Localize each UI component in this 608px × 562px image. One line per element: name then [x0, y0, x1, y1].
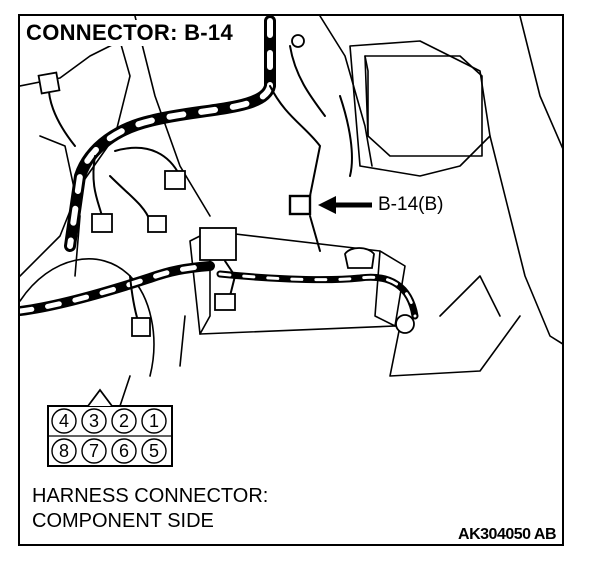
component-side-label: COMPONENT SIDE: [32, 510, 214, 532]
wire: [224, 260, 237, 297]
body-panel-outline: [319, 16, 373, 167]
body-panel-outline: [519, 16, 562, 149]
body-panel-outline: [20, 40, 131, 277]
pin-circle: [111, 438, 137, 464]
body-panel-outline: [39, 135, 81, 277]
connector-plug: [147, 215, 167, 233]
ecu-box-edge: [374, 250, 396, 327]
wiring-harness-lower: [20, 263, 213, 314]
wire: [339, 95, 353, 177]
body-panel-outline: [349, 40, 491, 177]
pin-number: 4: [59, 411, 69, 431]
pin-circle: [111, 408, 137, 434]
pin-circle: [141, 408, 167, 434]
wire: [289, 45, 326, 117]
connector-pin-diagram: 4 3 2 1 8 7 6 5: [47, 388, 173, 467]
connector-plug: [131, 317, 151, 337]
figure-code: AK304050 AB: [458, 526, 556, 543]
diagram-frame: 4 3 2 1 8 7 6 5 CONNECTOR: B-14 B-14(B) …: [18, 14, 564, 546]
body-panel-outline: [489, 135, 562, 345]
body-panel-outline: [134, 16, 211, 217]
body-panel-outline: [389, 315, 521, 377]
connector-key: [87, 388, 113, 407]
body-panel-outline: [179, 315, 186, 367]
harness-connector-label: HARNESS CONNECTOR:: [32, 485, 269, 507]
relay-box-edge: [364, 55, 369, 137]
pin-number: 5: [149, 441, 159, 461]
ecu-connector: [199, 227, 237, 261]
pin-circle: [51, 438, 77, 464]
pin-number: 8: [59, 441, 69, 461]
wire: [109, 175, 151, 222]
pin-number: 1: [149, 411, 159, 431]
connector-plug: [91, 213, 113, 233]
pin-circle: [141, 438, 167, 464]
body-panel-outline: [439, 275, 501, 317]
connector-title: CONNECTOR: B-14: [26, 20, 238, 46]
harness-illustration: 4 3 2 1 8 7 6 5: [20, 16, 562, 467]
wiring-harness-right: [216, 270, 419, 320]
bolt: [291, 34, 305, 48]
connector-plug: [37, 71, 61, 95]
pin-number: 6: [119, 441, 129, 461]
wiring-harness-main: [67, 18, 273, 249]
ground-terminal: [344, 247, 375, 269]
callout-arrow-head: [318, 196, 336, 214]
connector-callout-label: B-14(B): [378, 194, 444, 216]
relay-box: [364, 55, 483, 157]
ground-terminal-ring: [395, 314, 415, 334]
pin-number: 3: [89, 411, 99, 431]
connector-plug: [164, 170, 186, 190]
wire: [269, 85, 322, 197]
pin-circle: [81, 438, 107, 464]
pin-number: 2: [119, 411, 129, 431]
pin-circle: [51, 408, 77, 434]
wire: [92, 155, 103, 217]
pin-circle: [81, 408, 107, 434]
connector-plug: [214, 293, 236, 311]
wire: [309, 215, 321, 252]
connector-b14: [288, 194, 312, 216]
pin-number: 7: [89, 441, 99, 461]
